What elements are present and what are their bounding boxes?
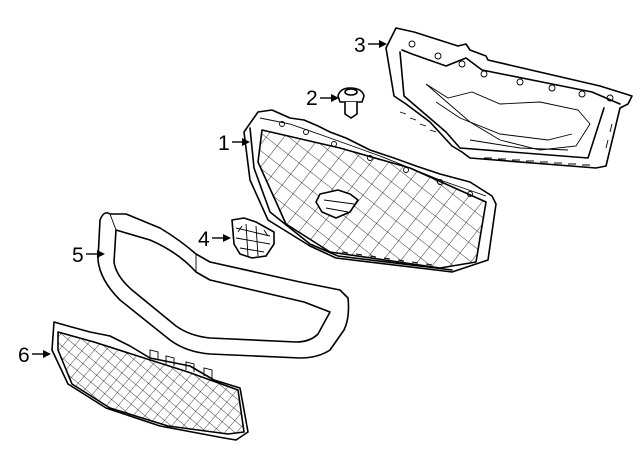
callout-label-2: 2 — [306, 87, 318, 110]
callout-3: 3 — [354, 34, 387, 57]
part-3-grille-bracket — [385, 27, 633, 169]
callout-6: 6 — [18, 344, 51, 367]
callout-2: 2 — [306, 87, 339, 110]
callout-1: 1 — [218, 132, 250, 155]
callout-4: 4 — [198, 228, 231, 251]
callout-label-4: 4 — [198, 228, 210, 251]
callout-5: 5 — [72, 244, 105, 267]
part-2-fastener-clip — [337, 87, 365, 119]
part-5-grille-surround — [97, 212, 350, 359]
grille-emblem-mount — [315, 189, 359, 219]
callout-label-1: 1 — [218, 132, 230, 155]
callout-label-5: 5 — [72, 244, 84, 267]
bracket-holes — [408, 40, 614, 102]
part-4-emblem — [231, 217, 275, 259]
callout-label-6: 6 — [18, 344, 30, 367]
bracket-slots — [399, 111, 613, 166]
grille-bottom-slots — [341, 251, 433, 266]
callout-label-3: 3 — [354, 34, 366, 57]
grille-top-holes — [279, 121, 473, 197]
